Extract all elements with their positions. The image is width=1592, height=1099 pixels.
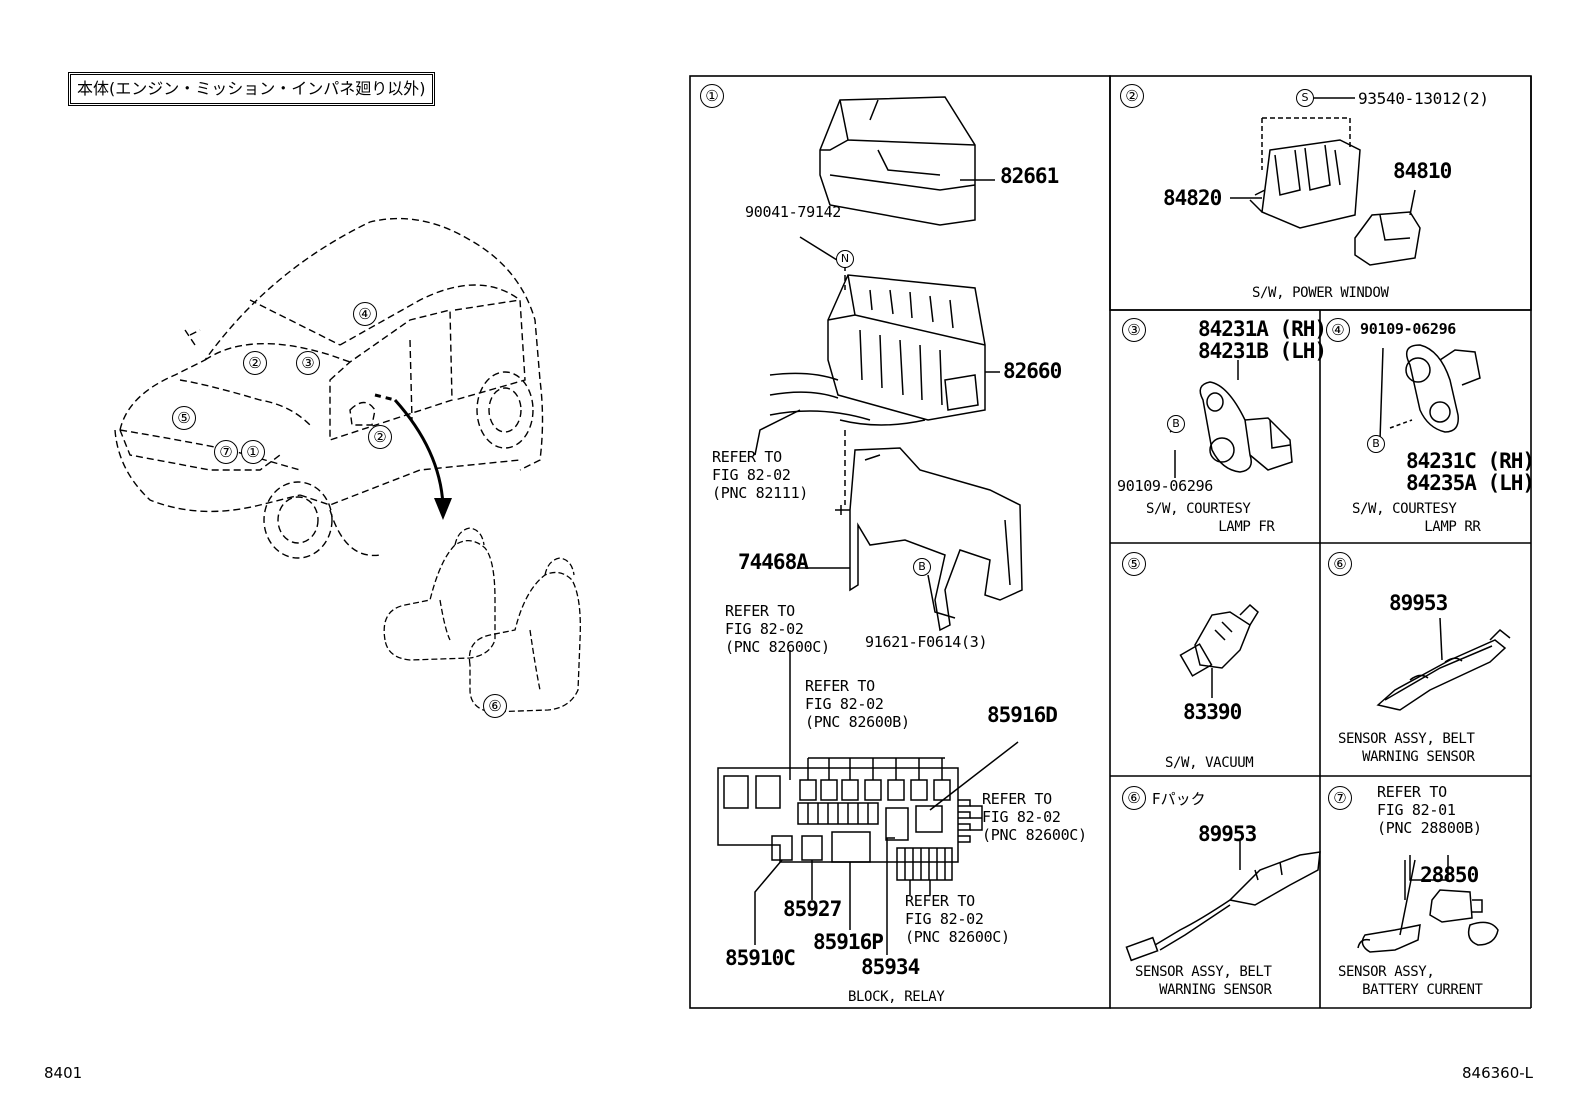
car-outline [114, 217, 544, 559]
belt-sensor-fpack-drawing [1125, 840, 1321, 962]
panel-6-caption: SENSOR ASSY, BELT WARNING SENSOR [1338, 731, 1475, 765]
battery-sensor-drawing [1357, 855, 1499, 953]
refer-pnc-82600C-a: REFER TO FIG 82-02 (PNC 82600C) [725, 602, 830, 656]
mark-b-panel1: B [913, 558, 931, 576]
refer-pnc-82600B: REFER TO FIG 82-02 (PNC 82600B) [805, 677, 910, 731]
part-84810: 84810 [1393, 159, 1452, 183]
car-callout-4: ④ [353, 302, 377, 326]
part-89953-b: 89953 [1198, 822, 1257, 846]
seat-callout-6: ⑥ [483, 694, 507, 718]
page-title: 本体(エンジン・ミッション・インパネ廻り以外) [68, 72, 435, 106]
part-91621-F0614: 91621-F0614(3) [865, 633, 988, 651]
power-window-switch-drawing [1230, 97, 1421, 266]
panel-3-marker: ③ [1122, 318, 1146, 342]
part-84231C: 84231C (RH) [1406, 449, 1535, 473]
refer-pnc-28800B: REFER TO FIG 82-01 (PNC 28800B) [1377, 783, 1482, 837]
mark-b-panel3: B [1167, 415, 1185, 433]
refer-pnc-82600C-b: REFER TO FIG 82-02 (PNC 82600C) [982, 790, 1087, 844]
panel-3-caption: S/W, COURTESY LAMP FR [1146, 501, 1275, 535]
part-85927: 85927 [783, 897, 842, 921]
part-82660: 82660 [1003, 359, 1062, 383]
car-callout-2b: ② [368, 425, 392, 449]
courtesy-switch-rr-drawing [1379, 344, 1481, 441]
mark-s: S [1296, 89, 1314, 107]
car-callout-1: ① [241, 440, 265, 464]
part-85916D: 85916D [987, 703, 1058, 727]
mark-n: N [836, 250, 854, 268]
part-28850: 28850 [1420, 863, 1479, 887]
part-84820: 84820 [1163, 186, 1222, 210]
footer-page-code: 8401 [44, 1064, 83, 1082]
panel-2-caption: S/W, POWER WINDOW [1252, 285, 1389, 301]
car-callout-3: ③ [296, 351, 320, 375]
panel-4-caption: S/W, COURTESY LAMP RR [1352, 501, 1481, 535]
part-89953-a: 89953 [1389, 591, 1448, 615]
refer-pnc-82600C-c: REFER TO FIG 82-02 (PNC 82600C) [905, 892, 1010, 946]
car-callout-7: ⑦ [214, 440, 238, 464]
panel-4-marker: ④ [1326, 318, 1350, 342]
refer-pnc-82111: REFER TO FIG 82-02 (PNC 82111) [712, 448, 809, 502]
car-callout-2: ② [243, 351, 267, 375]
panel-1-frame [689, 75, 1111, 1009]
part-85916P: 85916P [813, 930, 884, 954]
part-93540-13012: 93540-13012(2) [1358, 89, 1489, 108]
relay-block-drawing [717, 96, 1023, 955]
vacuum-switch-drawing [1179, 603, 1259, 698]
part-84231A: 84231A (RH) [1198, 317, 1327, 341]
car-callout-5: ⑤ [172, 406, 196, 430]
part-90109-06296-b: 90109-06296 [1360, 320, 1457, 338]
panel-6b-marker: ⑥ [1122, 786, 1146, 810]
panel-5-marker: ⑤ [1122, 552, 1146, 576]
part-83390: 83390 [1183, 700, 1242, 724]
part-90041-79142: 90041-79142 [745, 203, 842, 221]
belt-sensor-drawing [1376, 617, 1511, 711]
courtesy-switch-fr-drawing [1169, 360, 1293, 478]
part-82661: 82661 [1000, 164, 1059, 188]
panel-1-caption: BLOCK, RELAY [848, 989, 945, 1005]
part-85934: 85934 [861, 955, 920, 979]
part-74468A: 74468A [738, 550, 809, 574]
seats-outline [383, 527, 581, 713]
panel-6b-title: Fパック [1152, 790, 1206, 808]
panel-7-marker: ⑦ [1328, 786, 1352, 810]
part-90109-06296-a: 90109-06296 [1117, 477, 1214, 495]
panel-2-marker: ② [1120, 84, 1144, 108]
panel-6b-caption: SENSOR ASSY, BELT WARNING SENSOR [1135, 964, 1272, 998]
panel-6-marker: ⑥ [1328, 552, 1352, 576]
footer-figure-code: 846360-L [1462, 1064, 1534, 1082]
part-84235A: 84235A (LH) [1406, 471, 1535, 495]
part-85910C: 85910C [725, 946, 796, 970]
panel-7-caption: SENSOR ASSY, BATTERY CURRENT [1338, 964, 1483, 998]
part-84231B: 84231B (LH) [1198, 339, 1327, 363]
panel-1-marker: ① [700, 84, 724, 108]
mark-b-panel4: B [1367, 435, 1385, 453]
panel-5-caption: S/W, VACUUM [1165, 755, 1254, 771]
